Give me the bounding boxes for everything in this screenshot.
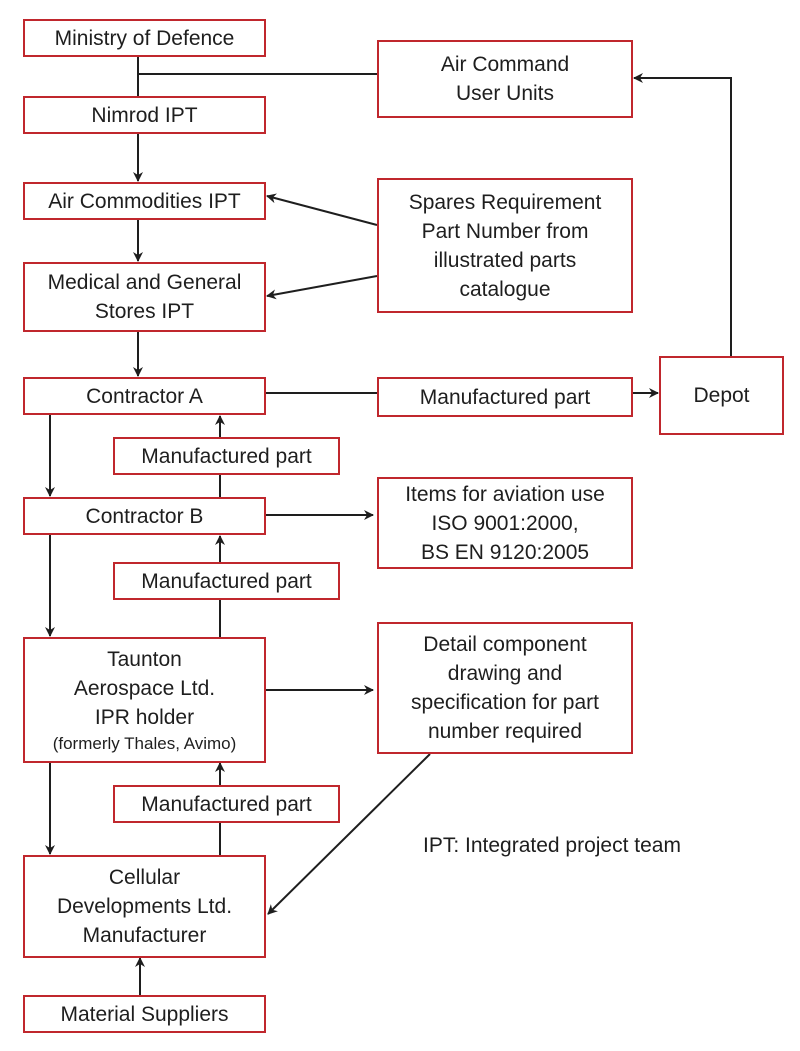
node-label: Stores IPT [94,300,195,323]
node-contractor-a: Contractor A [23,377,266,415]
depot-to-aircommand-arrow [633,73,732,356]
node-manufactured-part-1: Manufactured part [113,437,340,475]
node-label: Manufactured part [141,444,312,468]
node-label: Manufacturer [82,924,207,947]
node-label: Manufactured part [419,385,591,409]
node-detail-component-drawing: Detail component drawing and specification… [377,622,633,754]
node-label: illustrated parts [433,248,577,272]
node-label: Air Command [440,53,570,76]
node-label: Nimrod IPT [91,103,198,127]
node-label: Material Suppliers [60,1002,229,1026]
node-label: Manufactured part [141,792,312,816]
spares-to-medical-arrow [266,275,378,300]
node-label: Taunton [107,647,182,671]
node-label: Contractor B [85,504,204,528]
node-material-suppliers: Material Suppliers [23,995,266,1033]
node-label: Depot [693,384,750,407]
node-label: Spares Requirement [408,190,602,214]
node-label: Contractor A [86,384,203,408]
node-label: User Units [455,82,555,105]
node-label: number required [427,720,583,743]
node-label: Air Commodities IPT [48,189,241,213]
node-manufactured-part-2: Manufactured part [113,562,340,600]
node-nimrod-ipt: Nimrod IPT [23,96,266,134]
node-label: BS EN 9120:2005 [420,540,590,564]
legend-ipt: IPT: Integrated project team [423,834,681,857]
spares-to-aircomm-arrow [266,193,378,226]
node-label: Medical and General [47,271,242,294]
node-label: IPR holder [94,705,195,729]
node-label: ISO 9001:2000, [431,511,579,535]
node-label: drawing and [447,662,563,685]
node-manufactured-part-right: Manufactured part [377,377,633,417]
node-label: catalogue [459,277,551,301]
node-label: Developments Ltd. [56,895,233,918]
node-sublabel: (formerly Thales, Avimo) [52,733,237,753]
node-contractor-b: Contractor B [23,497,266,535]
node-label: Part Number from [421,219,589,243]
node-ministry-of-defence: Ministry of Defence [23,19,266,57]
detail-to-cellular-arrow [267,753,431,915]
node-manufactured-part-3: Manufactured part [113,785,340,823]
node-label: specification for part [411,691,599,714]
node-label: Items for aviation use [405,482,605,506]
node-label: Aerospace Ltd. [73,676,216,700]
node-depot: Depot [659,356,784,435]
node-label: Manufactured part [141,569,312,593]
node-label: Detail component [423,633,587,656]
node-label: Cellular [108,866,181,889]
node-label: Ministry of Defence [54,26,235,50]
node-air-commodities-ipt: Air Commodities IPT [23,182,266,220]
